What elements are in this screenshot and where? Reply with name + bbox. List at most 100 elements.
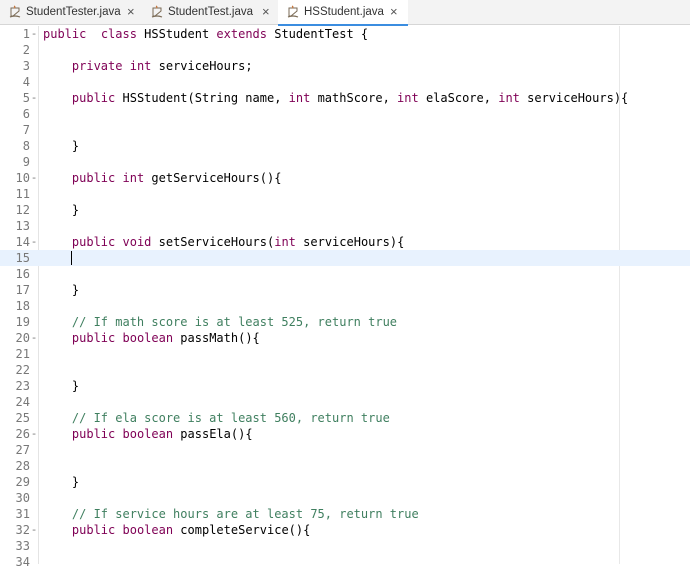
code-line[interactable]: 3 private int serviceHours;: [0, 58, 690, 74]
code-line[interactable]: 11: [0, 186, 690, 202]
keyword-token: int: [122, 171, 145, 185]
close-icon[interactable]: ×: [127, 4, 135, 19]
code-line[interactable]: 32- public boolean completeService(){: [0, 522, 690, 538]
code-text: public class HSStudent extends StudentTe…: [43, 26, 368, 42]
line-number: 1: [22, 27, 30, 41]
code-line[interactable]: 27: [0, 442, 690, 458]
line-number: 23: [15, 379, 30, 393]
code-text: }: [43, 138, 79, 154]
code-line[interactable]: 26- public boolean passEla(){: [0, 426, 690, 442]
code-line[interactable]: 28: [0, 458, 690, 474]
code-token: passMath(){: [173, 331, 260, 345]
code-line[interactable]: 2: [0, 42, 690, 58]
close-icon[interactable]: ×: [390, 4, 398, 19]
code-token: [43, 507, 72, 521]
code-token: [43, 235, 72, 249]
line-number: 13: [15, 219, 30, 233]
keyword-token: int: [274, 235, 296, 249]
code-text: public void setServiceHours(int serviceH…: [43, 234, 404, 250]
java-file-icon: [151, 5, 163, 18]
line-number: 19: [15, 315, 30, 329]
code-line[interactable]: 30: [0, 490, 690, 506]
text-cursor: [71, 251, 72, 265]
keyword-token: boolean: [122, 523, 174, 537]
editor-tab-bar: StudentTester.java × StudentTest.java × …: [0, 0, 690, 26]
line-number: 3: [22, 59, 30, 73]
print-margin-line: [619, 26, 620, 564]
code-text: // If ela score is at least 560, return …: [43, 410, 390, 426]
line-number: 26: [15, 427, 30, 441]
code-line[interactable]: 22: [0, 362, 690, 378]
code-token: [43, 427, 72, 441]
code-line[interactable]: 7: [0, 122, 690, 138]
code-line[interactable]: 5- public HSStudent(String name, int mat…: [0, 90, 690, 106]
code-line[interactable]: 23 }: [0, 378, 690, 394]
line-number: 31: [15, 507, 30, 521]
code-token: [115, 427, 122, 441]
code-line[interactable]: 21: [0, 346, 690, 362]
keyword-token: boolean: [122, 331, 174, 345]
code-line[interactable]: 6: [0, 106, 690, 122]
code-token: getServiceHours(){: [144, 171, 282, 185]
code-line[interactable]: 12 }: [0, 202, 690, 218]
tab-student-test[interactable]: StudentTest.java ×: [142, 0, 278, 25]
java-file-icon: [287, 5, 299, 18]
fold-toggle-icon[interactable]: -: [30, 331, 38, 344]
tab-hs-student[interactable]: HSStudent.java ×: [278, 0, 408, 26]
code-text: }: [43, 378, 79, 394]
code-line[interactable]: 16: [0, 266, 690, 282]
line-number: 25: [15, 411, 30, 425]
code-line[interactable]: 29 }: [0, 474, 690, 490]
code-token: [43, 315, 72, 329]
code-line[interactable]: 34: [0, 554, 690, 570]
fold-toggle-icon[interactable]: -: [30, 523, 38, 536]
code-line[interactable]: 19 // If math score is at least 525, ret…: [0, 314, 690, 330]
keyword-token: public: [71, 331, 116, 345]
code-token: [115, 523, 122, 537]
tab-label: HSStudent.java: [304, 6, 384, 18]
keyword-token: public: [71, 523, 116, 537]
code-line[interactable]: 14- public void setServiceHours(int serv…: [0, 234, 690, 250]
code-line[interactable]: 24: [0, 394, 690, 410]
code-text: }: [43, 282, 79, 298]
code-line[interactable]: 13: [0, 218, 690, 234]
code-line[interactable]: 33: [0, 538, 690, 554]
keyword-token: public: [71, 171, 116, 185]
tab-student-tester[interactable]: StudentTester.java ×: [0, 0, 142, 25]
code-line[interactable]: 15: [0, 250, 690, 266]
line-number: 17: [15, 283, 30, 297]
fold-toggle-icon[interactable]: -: [30, 427, 38, 440]
code-line[interactable]: 20- public boolean passMath(){: [0, 330, 690, 346]
fold-toggle-icon[interactable]: -: [30, 27, 38, 40]
code-line[interactable]: 1-public class HSStudent extends Student…: [0, 26, 690, 42]
keyword-token: public: [71, 427, 116, 441]
code-token: [43, 331, 72, 345]
line-number: 11: [15, 187, 30, 201]
code-line[interactable]: 4: [0, 74, 690, 90]
code-text: }: [43, 474, 79, 490]
code-token: [122, 59, 129, 73]
code-line[interactable]: 25 // If ela score is at least 560, retu…: [0, 410, 690, 426]
line-number: 7: [22, 123, 30, 137]
code-line[interactable]: 31 // If service hours are at least 75, …: [0, 506, 690, 522]
code-text: }: [43, 202, 79, 218]
code-token: completeService(){: [173, 523, 311, 537]
code-line[interactable]: 9: [0, 154, 690, 170]
code-token: serviceHours;: [151, 59, 253, 73]
line-number: 29: [15, 475, 30, 489]
fold-toggle-icon[interactable]: -: [30, 235, 38, 248]
fold-toggle-icon[interactable]: -: [30, 91, 38, 104]
code-line[interactable]: 10- public int getServiceHours(){: [0, 170, 690, 186]
code-line[interactable]: 8 }: [0, 138, 690, 154]
code-token: }: [43, 283, 80, 297]
code-line[interactable]: 18: [0, 298, 690, 314]
fold-toggle-icon[interactable]: -: [30, 171, 38, 184]
code-token: HSStudent: [136, 27, 217, 41]
line-number: 34: [15, 555, 30, 569]
code-token: }: [43, 203, 80, 217]
code-token: passEla(){: [173, 427, 253, 441]
code-token: [43, 59, 72, 73]
keyword-token: public: [43, 27, 87, 41]
code-line[interactable]: 17 }: [0, 282, 690, 298]
close-icon[interactable]: ×: [262, 4, 270, 19]
